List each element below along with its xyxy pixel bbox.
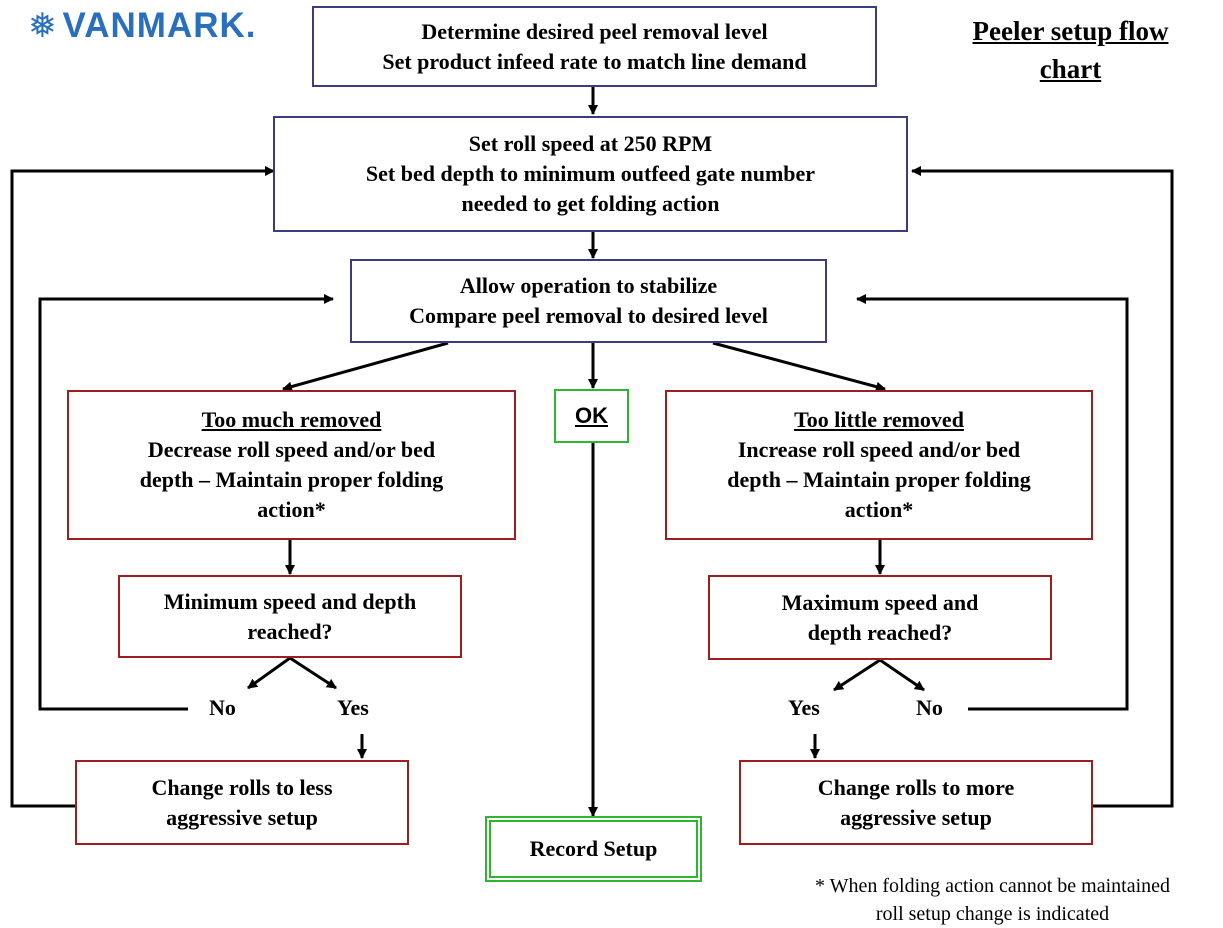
node-stabilize-line-1: Allow operation to stabilize xyxy=(459,273,718,298)
arrow-min-to-yes xyxy=(289,656,337,690)
footnote-line-1: * When folding action cannot be maintain… xyxy=(814,875,1171,897)
too-much-line-3: action* xyxy=(257,497,326,522)
node-setup-line-3: needed to get folding action xyxy=(461,191,720,216)
snowflake-icon: ❅ xyxy=(28,7,57,45)
footnote-line-2: roll setup change is indicated xyxy=(875,903,1110,925)
node-stabilize-line-2: Compare peel removal to desired level xyxy=(409,303,768,328)
page-title: Peeler setup flow chart xyxy=(972,16,1169,84)
loop-left-no xyxy=(38,294,334,711)
ok-label: OK xyxy=(575,403,608,428)
node-start: Determine desired peel removal level Set… xyxy=(312,6,877,87)
min-reached-line-2: reached? xyxy=(247,618,333,644)
node-setup-line-1: Set roll speed at 250 RPM xyxy=(468,131,713,156)
too-little-line-1: Increase roll speed and/or bed xyxy=(737,437,1021,462)
logo-text: VANMARK. xyxy=(62,6,257,45)
footnote: * When folding action cannot be maintain… xyxy=(765,872,1220,928)
arrow-stabilize-to-too-little xyxy=(712,341,886,392)
max-reached-line-2: depth reached? xyxy=(807,619,953,645)
node-too-little-removed: Too little removed Increase roll speed a… xyxy=(665,390,1093,540)
arrow-min-to-no xyxy=(247,656,291,690)
too-little-heading: Too little removed xyxy=(794,407,964,432)
arrow-max-to-yes xyxy=(833,658,881,692)
min-reached-line-1: Minimum speed and depth xyxy=(163,588,417,614)
too-little-line-2: depth – Maintain proper folding xyxy=(727,467,1031,492)
too-much-line-2: depth – Maintain proper folding xyxy=(139,467,444,492)
too-little-line-3: action* xyxy=(844,497,914,522)
loop-right-no xyxy=(856,294,1129,711)
node-more-aggressive: Change rolls to more aggressive setup xyxy=(739,760,1093,845)
node-maximum-reached: Maximum speed and depth reached? xyxy=(708,575,1052,660)
node-setup: Set roll speed at 250 RPM Set bed depth … xyxy=(273,116,908,232)
label-right-yes: Yes xyxy=(784,695,824,721)
less-aggressive-line-2: aggressive setup xyxy=(166,804,318,830)
too-much-heading: Too much removed xyxy=(201,407,382,432)
arrow-max-to-no xyxy=(879,658,925,692)
label-left-no: No xyxy=(205,695,240,721)
node-less-aggressive: Change rolls to less aggressive setup xyxy=(75,760,409,845)
label-right-no: No xyxy=(912,695,947,721)
node-too-much-removed: Too much removed Decrease roll speed and… xyxy=(67,390,516,540)
loop-right-change xyxy=(911,166,1174,808)
node-setup-line-2: Set bed depth to minimum outfeed gate nu… xyxy=(365,161,816,186)
too-much-line-1: Decrease roll speed and/or bed xyxy=(147,437,436,462)
node-ok: OK xyxy=(554,389,629,443)
node-record-setup: Record Setup xyxy=(485,816,702,882)
less-aggressive-line-1: Change rolls to less xyxy=(151,774,333,800)
vanmark-logo: ❅ VANMARK. xyxy=(28,6,257,46)
arrow-stabilize-to-too-much xyxy=(282,341,449,392)
loop-left-change xyxy=(10,166,275,808)
node-start-line-2: Set product infeed rate to match line de… xyxy=(382,48,807,74)
more-aggressive-line-1: Change rolls to more xyxy=(817,774,1015,800)
max-reached-line-1: Maximum speed and xyxy=(781,589,979,615)
node-stabilize: Allow operation to stabilize Compare pee… xyxy=(350,259,827,343)
more-aggressive-line-2: aggressive setup xyxy=(840,804,992,830)
record-setup-label: Record Setup xyxy=(529,836,658,861)
label-left-yes: Yes xyxy=(333,695,373,721)
node-minimum-reached: Minimum speed and depth reached? xyxy=(118,575,462,658)
node-start-line-1: Determine desired peel removal level xyxy=(421,18,768,44)
